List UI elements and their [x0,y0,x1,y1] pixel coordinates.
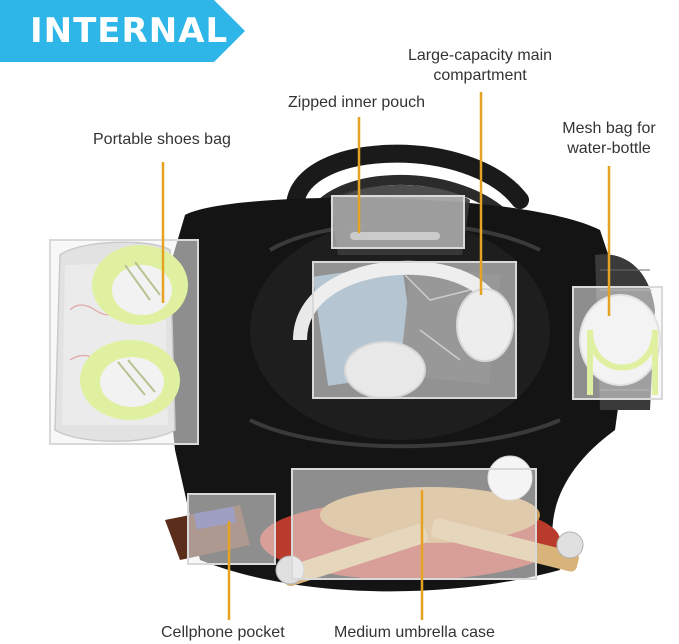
leader-lines [161,92,611,620]
inner-pouch-box [331,195,465,249]
section-banner [0,0,245,62]
label-shoes-bag: Portable shoes bag [93,131,231,148]
banner-title: INTERNAL [30,11,229,51]
umbrella-case-box [291,468,537,580]
label-umbrella-case: Medium umbrella case [334,624,495,641]
highlight-boxes [49,195,663,580]
label-mesh-bag: Mesh bag for water-bottle [562,120,656,157]
cellphone-pocket-box [187,493,276,565]
label-inner-pouch: Zipped inner pouch [288,94,425,111]
label-cellphone-pocket: Cellphone pocket [161,624,285,641]
label-main-compartment: Large-capacity main compartment [407,47,553,84]
main-compartment-box [312,261,517,399]
mesh-bag-box [572,286,663,400]
shoes-bag-box [49,239,199,445]
